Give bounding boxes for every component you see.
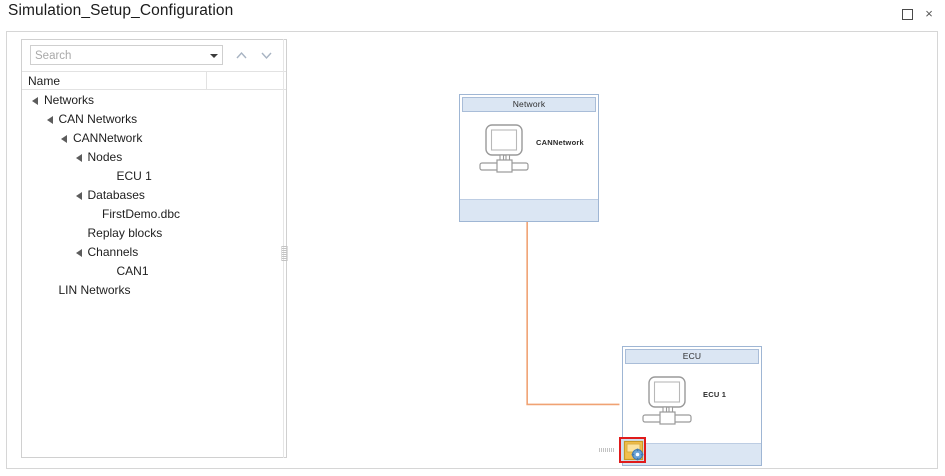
configuration-gear-icon[interactable]	[623, 440, 644, 461]
node-header-title: ECU	[625, 349, 759, 364]
connector-line	[526, 220, 620, 406]
chevron-down-glyph	[209, 54, 218, 58]
tree-item-label: LIN Networks	[58, 283, 131, 297]
diagram-canvas[interactable]: Network CANNetwork ECU	[290, 39, 935, 466]
vertical-splitter-grip[interactable]	[281, 246, 288, 261]
computer-node-icon	[479, 124, 529, 173]
tree-item-nodes[interactable]: Nodes	[22, 148, 286, 167]
maximize-icon	[901, 9, 913, 20]
tree-item-networks[interactable]: Networks	[22, 91, 286, 110]
tree-item-label: CAN Networks	[58, 112, 138, 126]
page-title: Simulation_Setup_Configuration	[8, 2, 234, 19]
tree-item-label: Replay blocks	[87, 226, 163, 240]
tree-item-lin-networks[interactable]: LIN Networks	[22, 281, 286, 300]
expander-icon[interactable]	[75, 192, 82, 200]
tree-item-label: Networks	[44, 93, 95, 107]
node-footer	[460, 199, 598, 221]
tree-item-ecu-1[interactable]: ECU 1	[22, 167, 286, 186]
chevron-up-icon	[236, 51, 247, 59]
tree-item-can-networks[interactable]: CAN Networks	[22, 110, 286, 129]
node-footer	[623, 443, 761, 465]
tree-item-label: ECU 1	[116, 169, 152, 183]
expander-icon[interactable]	[75, 154, 82, 162]
column-divider[interactable]	[206, 72, 207, 89]
tree-item-can1[interactable]: CAN1	[22, 262, 286, 281]
close-icon: ×	[925, 6, 933, 21]
maximize-button[interactable]	[899, 6, 915, 22]
tree-item-label: CAN1	[116, 264, 149, 278]
tree-item-label: Channels	[87, 245, 139, 259]
expander-icon[interactable]	[75, 249, 82, 257]
tree-item-channels[interactable]: Channels	[22, 243, 286, 262]
expander-icon[interactable]	[32, 97, 38, 105]
tree-item-label: Databases	[87, 188, 145, 202]
tree-item-cannetwork[interactable]: CANNetwork	[22, 129, 286, 148]
chevron-down-icon[interactable]	[208, 50, 219, 61]
tree-item-label: FirstDemo.dbc	[102, 207, 181, 221]
tree-item-databases[interactable]: Databases	[22, 186, 286, 205]
node-caption: CANNetwork	[536, 138, 584, 147]
diagram-node-ecu[interactable]: ECU ECU 1	[619, 346, 762, 466]
search-combobox[interactable]	[30, 45, 223, 65]
diagram-node-network[interactable]: Network CANNetwork	[459, 94, 599, 222]
chevron-down-icon	[261, 52, 272, 60]
tree-item-firstdemo-dbc[interactable]: FirstDemo.dbc	[22, 205, 286, 224]
expander-icon[interactable]	[61, 135, 67, 143]
tree-column-header: Name	[22, 71, 286, 90]
search-prev-button[interactable]	[233, 47, 250, 64]
tree-item-label: CANNetwork	[73, 131, 143, 145]
window-title-bar: Simulation_Setup_Configuration ×	[0, 0, 945, 30]
computer-node-icon	[642, 376, 692, 425]
search-toolbar	[22, 40, 286, 71]
horizontal-splitter-grip[interactable]	[599, 448, 614, 452]
search-input[interactable]	[35, 47, 200, 64]
tree-item-replay-blocks[interactable]: Replay blocks	[22, 224, 286, 243]
node-caption: ECU 1	[703, 390, 727, 399]
column-header-name[interactable]: Name	[28, 74, 61, 88]
tree-item-label: Nodes	[87, 150, 123, 164]
node-header-title: Network	[462, 97, 596, 112]
close-button[interactable]: ×	[921, 6, 937, 22]
search-next-button[interactable]	[258, 47, 275, 64]
expander-icon[interactable]	[46, 116, 53, 124]
configuration-icon-selection[interactable]	[619, 437, 646, 463]
